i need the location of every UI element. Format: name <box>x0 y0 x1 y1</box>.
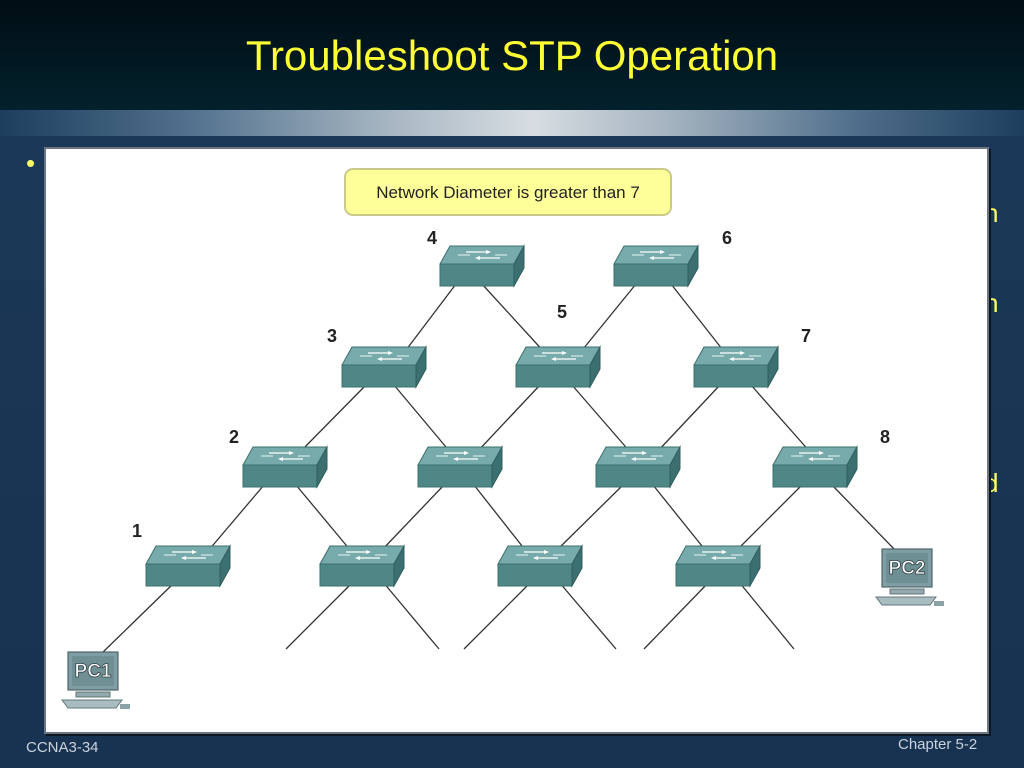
link-f-down-right <box>738 581 795 650</box>
link-e-down-right <box>558 581 617 650</box>
switch-5 <box>515 346 601 388</box>
diameter-callout: Network Diameter is greater than 7 <box>344 168 672 216</box>
title-bar <box>0 0 1024 110</box>
network-links <box>100 283 897 655</box>
link-3-2 <box>298 384 367 454</box>
title-divider-band <box>0 110 1024 136</box>
link-5-c <box>571 384 632 454</box>
network-diagram-panel: PC1 PC2 1 2 3 4 5 6 7 8 Network Diameter… <box>44 147 989 734</box>
pc2-label: PC2 <box>889 558 926 579</box>
link-b-d <box>380 484 445 552</box>
footer-chapter: Chapter 5-2 <box>898 736 978 753</box>
switch-number-labels: 1 2 3 4 5 6 7 8 <box>132 228 890 541</box>
switch-number-1: 1 <box>132 521 142 541</box>
switch-number-7: 7 <box>801 326 811 346</box>
link-8-pc2 <box>831 484 897 552</box>
footer-course-code: CCNA3-34 <box>26 739 99 756</box>
link-7-8 <box>750 384 812 454</box>
switch-number-3: 3 <box>327 326 337 346</box>
link-4-3 <box>402 283 457 355</box>
switch-row4-e <box>497 545 583 587</box>
switch-number-4: 4 <box>427 228 437 248</box>
switch-number-5: 5 <box>557 302 567 322</box>
link-5-b <box>475 384 541 454</box>
link-f-down-left <box>643 581 710 650</box>
switch-row4-f <box>675 545 761 587</box>
switch-row4-d <box>319 545 405 587</box>
switch-4 <box>439 245 525 287</box>
link-1-pc1 <box>100 581 176 655</box>
link-6-5 <box>578 283 637 355</box>
switch-number-8: 8 <box>880 427 890 447</box>
pc1-label: PC1 <box>75 661 112 682</box>
switch-7 <box>693 346 779 388</box>
switch-row3-b <box>417 446 503 488</box>
switch-number-6: 6 <box>722 228 732 248</box>
switch-8 <box>772 446 858 488</box>
switch-6 <box>613 245 699 287</box>
slide-title: Troubleshoot STP Operation <box>245 32 779 79</box>
link-3-b <box>393 384 452 454</box>
callout-text: Network Diameter is greater than 7 <box>376 183 640 202</box>
link-b-e <box>473 484 527 552</box>
link-2-d <box>295 484 352 552</box>
link-4-5 <box>481 283 547 355</box>
link-c-f <box>652 484 707 552</box>
link-d-down-right <box>382 581 440 650</box>
link-7-c <box>655 384 721 454</box>
network-diagram: PC1 PC2 1 2 3 4 5 6 7 8 Network Diameter… <box>61 168 945 710</box>
switch-3 <box>341 346 427 388</box>
link-e-down-left <box>463 581 532 650</box>
switch-2 <box>242 446 328 488</box>
switch-row3-c <box>595 446 681 488</box>
link-d-down-left <box>285 581 354 650</box>
switch-1 <box>145 545 231 587</box>
link-c-e <box>555 484 624 552</box>
link-8-f <box>735 484 803 552</box>
bullet-marker: • <box>26 148 36 178</box>
link-6-7 <box>670 283 727 355</box>
link-2-1 <box>207 484 265 552</box>
switch-number-2: 2 <box>229 427 239 447</box>
